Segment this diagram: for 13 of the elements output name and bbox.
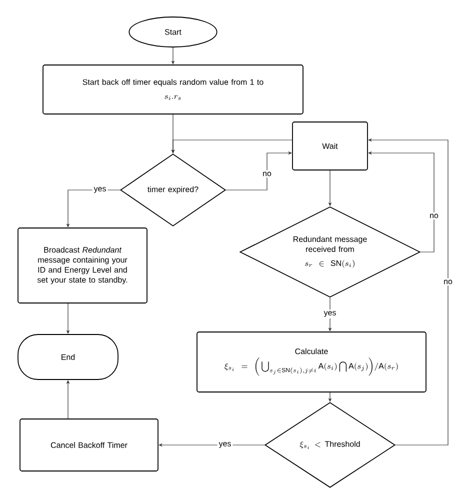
edge-label: no	[261, 170, 273, 178]
edge-label: yes	[322, 310, 338, 318]
process-box: Calculate $\xi_{s_i} = \Big( \bigcup_{s_j \in \mathrm{SN}(s_i), j \neq i} \mathrm{A}(s_i) \bigcap \mathrm{A}(s_j) \Big) / \mathrm{A}(s_r)$	[196, 332, 426, 392]
process-box: Broadcast Redundant message containing your ID and Energy Level and set your state to standby.	[18, 228, 148, 304]
edge-label: no	[442, 278, 454, 286]
process-box: Wait	[292, 122, 368, 170]
start-oval: Start	[128, 16, 218, 48]
edge-label: yes	[92, 186, 108, 194]
edge-label: yes	[217, 440, 233, 450]
process-box: Start back off timer equals random value from 1 to $s_i . r_s$	[42, 64, 304, 114]
end-terminal: End	[18, 334, 118, 380]
edge-label: no	[428, 212, 440, 220]
process-box: Cancel Backoff Timer	[20, 418, 158, 472]
